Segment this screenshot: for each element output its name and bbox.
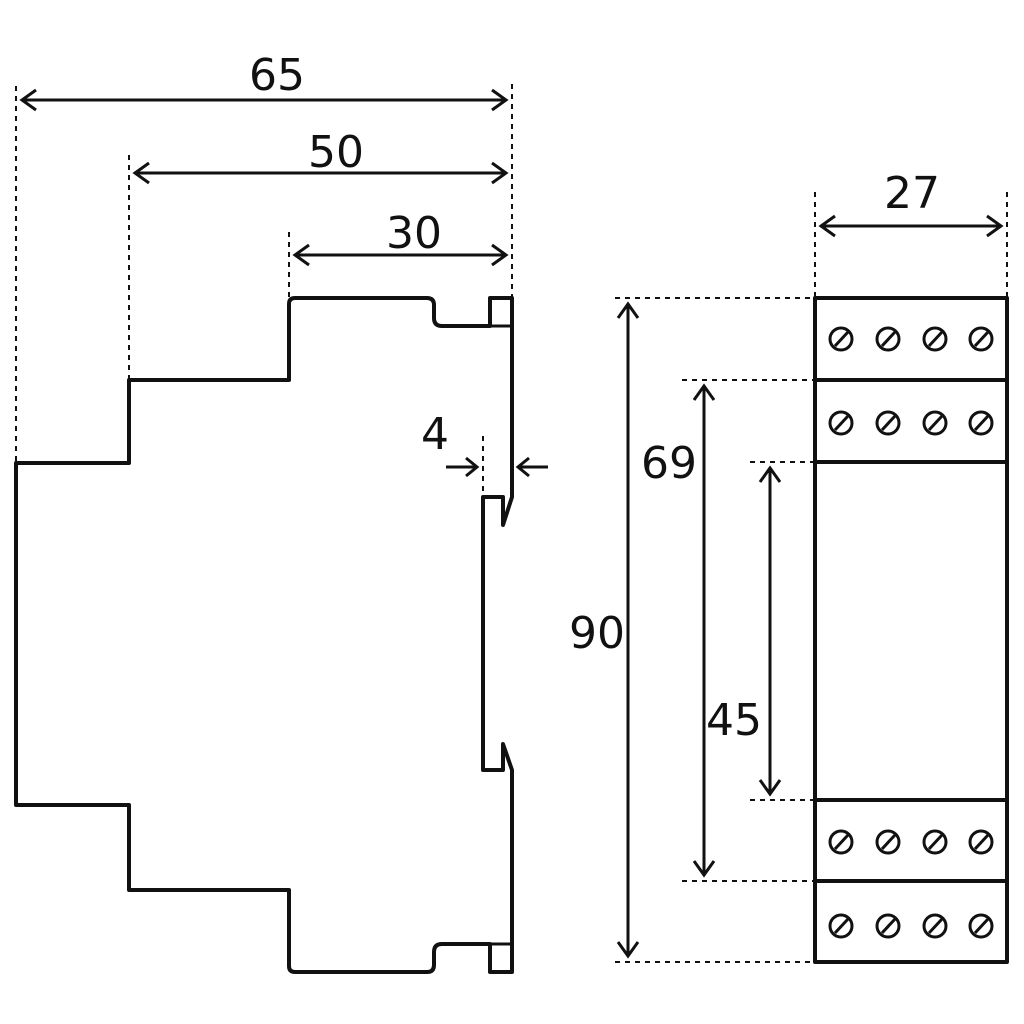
front-view-body: [813, 296, 1009, 964]
screw-terminal-icon: [922, 829, 948, 855]
screw-terminal-icon: [875, 326, 901, 352]
dimension-label-65: 65: [249, 50, 305, 101]
dimension-50: 50: [132, 127, 509, 185]
terminal-row-1: [828, 326, 994, 352]
dimension-label-45: 45: [706, 695, 762, 746]
screw-terminal-icon: [875, 913, 901, 939]
terminal-row-3: [828, 829, 994, 855]
dimension-label-50: 50: [308, 127, 364, 178]
screw-terminal-icon: [968, 829, 994, 855]
screw-terminal-icon: [968, 326, 994, 352]
dimension-27: 27: [818, 168, 1004, 238]
dimension-label-27: 27: [884, 168, 940, 219]
dimension-30: 30: [292, 208, 509, 267]
screw-terminal-icon: [875, 410, 901, 436]
dimension-65: 65: [19, 50, 509, 112]
dimension-label-69: 69: [641, 438, 697, 489]
screw-terminal-icon: [828, 913, 854, 939]
screw-terminal-icon: [922, 913, 948, 939]
terminal-row-2: [828, 410, 994, 436]
screw-terminal-icon: [828, 326, 854, 352]
dimension-69: 69: [641, 383, 716, 878]
screw-terminal-icon: [968, 913, 994, 939]
screw-terminal-icon: [922, 410, 948, 436]
dimension-45: 45: [706, 465, 782, 797]
side-view-housing-outline: [14, 296, 514, 974]
screw-terminal-icon: [875, 829, 901, 855]
front-view: 27 90 69 45: [569, 168, 1009, 964]
dimension-label-90: 90: [569, 608, 625, 659]
dimension-label-4: 4: [421, 409, 449, 460]
side-view: 65 50 30 4: [14, 50, 548, 974]
screw-terminal-icon: [828, 410, 854, 436]
dimension-label-30: 30: [386, 208, 442, 259]
screw-terminal-icon: [922, 326, 948, 352]
screw-terminal-icon: [828, 829, 854, 855]
dimension-90: 90: [569, 301, 640, 959]
terminal-row-4: [828, 913, 994, 939]
dimension-4: 4: [421, 409, 548, 478]
screw-terminal-icon: [968, 410, 994, 436]
